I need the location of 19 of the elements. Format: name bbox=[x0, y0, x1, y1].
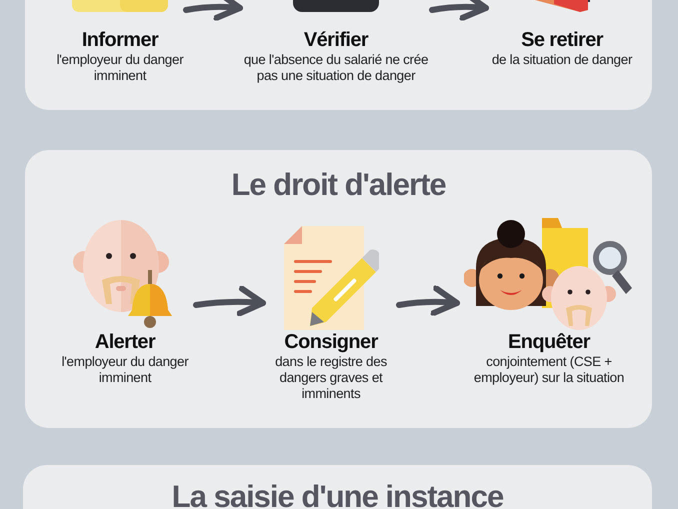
section-panel bbox=[25, 0, 652, 110]
arrow bbox=[183, 0, 243, 22]
step-heading: Enquêter bbox=[508, 330, 590, 354]
section-title: Le droit d'alerte bbox=[230, 167, 447, 203]
step-description: que l'absence du salarié ne crée pas une situation de danger bbox=[242, 52, 430, 84]
arrow bbox=[429, 0, 489, 22]
arrow bbox=[396, 286, 460, 316]
step-heading: Consigner bbox=[284, 330, 378, 354]
step-description: l'employeur du danger imminent bbox=[60, 354, 190, 386]
step-description: l'employeur du danger imminent bbox=[56, 52, 184, 84]
step-heading: Informer bbox=[82, 28, 158, 52]
section-title: La saisie d'une instance bbox=[170, 479, 504, 509]
step-heading: Vérifier bbox=[304, 28, 368, 52]
step-heading: Se retirer bbox=[521, 28, 603, 52]
step-description: dans le registre des dangers graves et imminents bbox=[274, 354, 388, 402]
step-description: de la situation de danger bbox=[492, 52, 632, 68]
section-panel bbox=[25, 150, 652, 428]
step-description: conjointement (CSE + employeur) sur la situation bbox=[472, 354, 626, 386]
step-heading: Alerter bbox=[94, 330, 156, 354]
